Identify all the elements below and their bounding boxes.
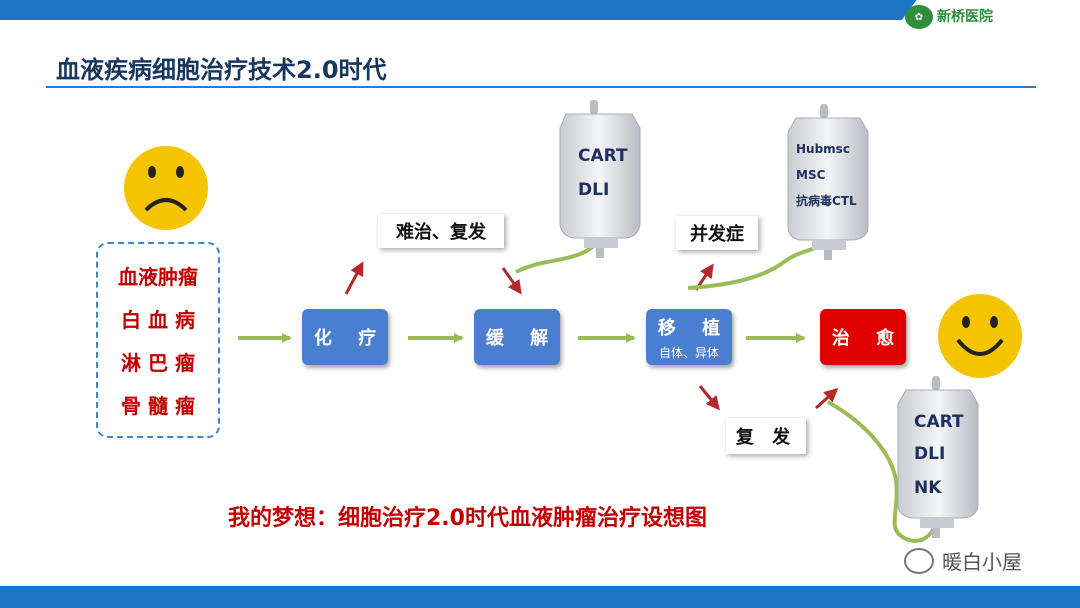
iv-bag-3-icon [897,376,979,538]
caption: 我的梦想：细胞治疗2.0时代血液肿瘤治疗设想图 [228,506,707,531]
stage-chemotherapy: 化 疗 [302,309,388,365]
stage-remission: 缓 解 [474,309,560,365]
bottom-bar [0,586,1080,608]
bag3-label: CART [914,412,964,432]
stage-sublabel: 自体、异体 [658,345,719,360]
tag-refractory-relapse: 难治、复发 [378,214,504,248]
branch-arrow-refractory [344,261,364,295]
bag2-label: Hubmsc [796,142,850,156]
disease-item: 淋 巴 瘤 [121,351,195,375]
disease-item: 骨 髓 瘤 [121,394,195,418]
page-title: 血液疾病细胞治疗技术2.0时代 [56,56,387,84]
tag-relapse: 复 发 [726,418,806,454]
stage-cure: 治 愈 [820,309,906,365]
hospital-emblem-icon: ✿ [905,5,933,29]
disease-list: 血液肿瘤 白 血 病 淋 巴 瘤 骨 髓 瘤 [96,242,220,438]
title-divider [46,86,1036,88]
tube-bag2 [687,240,828,290]
branch-arrow-relapse [698,385,720,411]
watermark: 暖白小屋 [904,546,1022,575]
bag2-label: MSC [796,168,826,182]
stage-label: 化 疗 [313,328,387,349]
top-bar [0,0,1080,20]
hospital-logo: ✿ 新桥医院 [905,5,993,29]
bag1-label: DLI [578,180,610,200]
logo-name: 新桥医院 [937,9,993,25]
happy-face-icon [938,294,1022,378]
stage-label: 缓 解 [485,328,559,349]
bag1-label: CART [578,146,628,166]
bag3-label: NK [914,478,942,498]
wechat-icon [904,547,934,574]
iv-bag-2-icon [787,104,869,260]
bag3-label: DLI [914,444,946,464]
disease-item: 白 血 病 [121,308,195,332]
iv-bag-1-icon [559,100,641,258]
tube-bag3 [827,400,936,543]
bag2-label: 抗病毒CTL [796,194,857,208]
watermark-text: 暖白小屋 [942,550,1022,574]
stage-label: 治 愈 [831,328,905,349]
branch-arrow-to-cure [814,387,839,410]
tag-complication: 并发症 [676,216,758,250]
branch-arrow-to-remission [501,267,522,295]
disease-item: 血液肿瘤 [118,265,198,289]
stage-transplant: 移 植 自体、异体 [646,309,732,365]
sad-face-icon [124,146,208,230]
stage-label: 移 植 [657,317,731,339]
